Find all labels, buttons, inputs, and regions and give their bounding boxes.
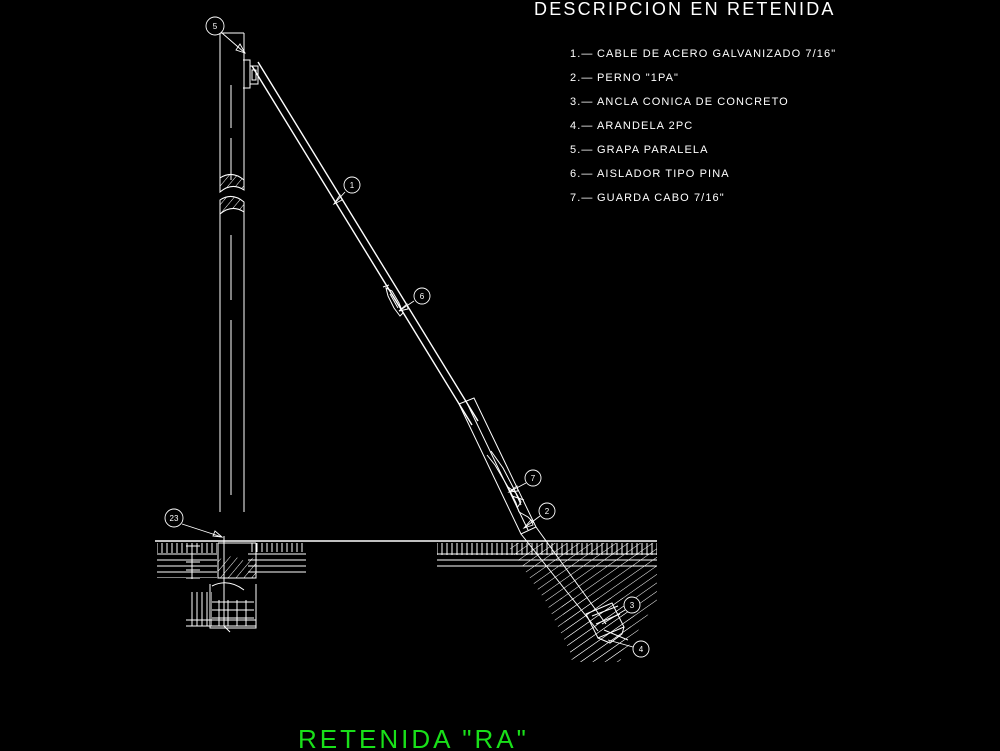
balloon-markers: 5 1 6 7 2	[164, 16, 650, 658]
legend-item-2: 2.— PERNO "1PA"	[570, 72, 679, 84]
balloon-label: 23	[170, 514, 179, 523]
balloon-circle	[623, 596, 641, 614]
balloon-7[interactable]: 7	[507, 469, 542, 493]
legend-list: 1.— CABLE DE ACERO GALVANIZADO 7/16" 2.—…	[570, 48, 836, 204]
balloon-1[interactable]: 1	[332, 176, 361, 206]
balloon-5[interactable]: 5	[205, 16, 246, 54]
balloon-circle	[524, 469, 542, 487]
balloon-2[interactable]: 2	[522, 502, 556, 529]
legend-item-label: GUARDA CABO 7/16"	[597, 192, 725, 204]
legend-item-label: AISLADOR TIPO PINA	[597, 168, 730, 180]
balloon-circle	[205, 16, 225, 36]
legend-item-label: PERNO "1PA"	[597, 72, 679, 84]
legend-item-label: CABLE DE ACERO GALVANIZADO 7/16"	[597, 48, 836, 60]
balloon-4[interactable]: 4	[607, 639, 650, 658]
pole-foundation	[186, 536, 257, 633]
utility-pole	[219, 32, 245, 512]
balloon-6[interactable]: 6	[398, 287, 431, 312]
legend-item-number: 1.—	[570, 48, 593, 60]
guy-wire-cable	[251, 61, 479, 426]
legend-item-1: 1.— CABLE DE ACERO GALVANIZADO 7/16"	[570, 48, 836, 60]
legend-item-number: 7.—	[570, 192, 593, 204]
balloon-label: 4	[639, 645, 644, 654]
legend-item-3: 3.— ANCLA CONICA DE CONCRETO	[570, 96, 789, 108]
balloon-circle	[413, 287, 431, 305]
balloon-label: 5	[213, 22, 218, 31]
legend-item-5: 5.— GRAPA PARALELA	[570, 144, 709, 156]
ground-hatch-left	[157, 543, 306, 579]
legend-item-label: ANCLA CONICA DE CONCRETO	[597, 96, 789, 108]
balloon-label: 3	[630, 601, 635, 610]
anchor-excavation	[437, 543, 657, 662]
legend-item-number: 6.—	[570, 168, 593, 180]
pin-insulator	[382, 284, 404, 317]
legend-item-number: 5.—	[570, 144, 593, 156]
balloon-circle	[632, 640, 650, 658]
balloon-circle	[538, 502, 556, 520]
legend-item-6: 6.— AISLADOR TIPO PINA	[570, 168, 730, 180]
legend-item-label: GRAPA PARALELA	[597, 144, 709, 156]
balloon-3[interactable]: 3	[601, 596, 641, 625]
balloon-23[interactable]: 23	[164, 508, 224, 538]
pole-break-upper	[219, 174, 245, 194]
balloon-label: 7	[531, 474, 536, 483]
legend-item-7: 7.— GUARDA CABO 7/16"	[570, 192, 725, 204]
balloon-circle	[343, 176, 361, 194]
legend-item-number: 3.—	[570, 96, 593, 108]
legend-item-4: 4.— ARANDELA 2PC	[570, 120, 693, 132]
legend-item-label: ARANDELA 2PC	[597, 120, 693, 132]
bottom-title: RETENIDA "RA"	[298, 724, 529, 751]
pole-break-lower	[219, 196, 245, 216]
balloon-circle	[164, 508, 184, 528]
legend-item-number: 2.—	[570, 72, 593, 84]
header-title: DESCRIPCION EN RETENIDA	[534, 0, 836, 19]
balloon-label: 1	[350, 181, 355, 190]
legend-item-number: 4.—	[570, 120, 593, 132]
balloon-label: 6	[420, 292, 425, 301]
balloon-label: 2	[545, 507, 550, 516]
